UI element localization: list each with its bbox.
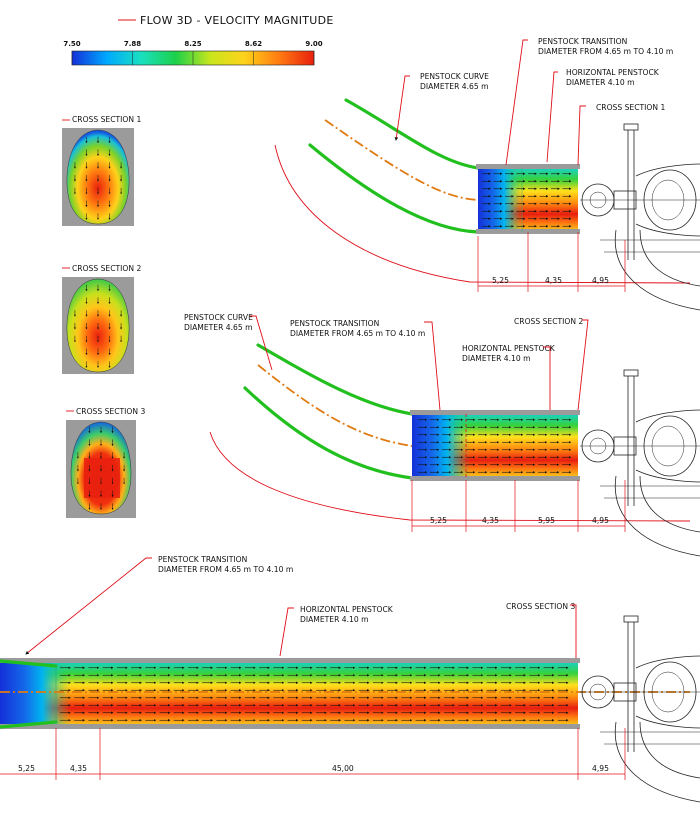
spiral-casing bbox=[635, 409, 700, 483]
velocity-color-scale bbox=[71, 50, 315, 66]
horizontal-penstock-diameter: DIAMETER 4.10 m bbox=[566, 78, 634, 87]
scale-tick-labels: 7.50 7.88 8.25 8.62 9.00 bbox=[63, 40, 322, 48]
pipe-centerline bbox=[257, 364, 413, 447]
pipe-upper-wall bbox=[0, 659, 58, 668]
shaft-cap bbox=[623, 123, 639, 131]
cross-section-thumbnail-2: CROSS SECTION 2 bbox=[62, 264, 141, 374]
foundation-lines bbox=[600, 731, 700, 745]
turbine-unit bbox=[580, 369, 700, 557]
spiral-casing bbox=[635, 163, 700, 237]
cross-section-vectors bbox=[76, 426, 126, 510]
legend: FLOW 3D - VELOCITY MAGNITUDE 7.50 7.88 8.2… bbox=[63, 14, 334, 66]
cross-section-marker-label: CROSS SECTION 2 bbox=[514, 317, 583, 326]
penstock-curve-diameter: DIAMETER 4.65 m bbox=[420, 82, 488, 91]
foundation-lines bbox=[600, 485, 700, 499]
shaft-cap bbox=[623, 615, 639, 623]
cross-section-thumbnail-label: CROSS SECTION 2 bbox=[72, 264, 141, 273]
scale-tick-label: 8.62 bbox=[245, 40, 262, 48]
dim-horizontal: 4,35 bbox=[545, 276, 562, 285]
penstock-transition-diameter: DIAMETER FROM 4.65 m TO 4.10 m bbox=[538, 47, 673, 56]
diagram-title: FLOW 3D - VELOCITY MAGNITUDE bbox=[140, 14, 334, 27]
horizontal-penstock-label: HORIZONTAL PENSTOCK bbox=[300, 605, 394, 614]
pipe-lower-wall bbox=[308, 143, 480, 234]
penstock-transition-diameter: DIAMETER FROM 4.65 m TO 4.10 m bbox=[158, 565, 293, 574]
penstock-curve-label: PENSTOCK CURVE bbox=[420, 72, 489, 81]
dim-horizontal-a: 4,35 bbox=[482, 516, 499, 525]
penstock-transition-label: PENSTOCK TRANSITION bbox=[158, 555, 247, 564]
horizontal-penstock-diameter: DIAMETER 4.10 m bbox=[462, 354, 530, 363]
dim-horizontal-a: 4,35 bbox=[70, 764, 87, 773]
outer-reference-curve bbox=[274, 144, 691, 284]
flow-vectors bbox=[60, 666, 569, 722]
penstock-curve-label: PENSTOCK CURVE bbox=[184, 313, 253, 322]
panel-3: PENSTOCK TRANSITION DIAMETER FROM 4.65 m… bbox=[0, 555, 700, 803]
cross-section-vectors bbox=[73, 136, 123, 220]
horizontal-penstock-diameter: DIAMETER 4.10 m bbox=[300, 615, 368, 624]
dim-horizontal-b: 5,95 bbox=[538, 516, 555, 525]
dim-turbine: 4,95 bbox=[592, 764, 609, 773]
draft-tube bbox=[614, 721, 700, 803]
dim-horizontal-main: 45,00 bbox=[332, 764, 354, 773]
turbine-unit bbox=[580, 123, 700, 311]
dim-transition: 5,25 bbox=[18, 764, 35, 773]
dim-turbine: 4,95 bbox=[592, 276, 609, 285]
flow-field bbox=[0, 662, 578, 726]
foundation-lines bbox=[600, 239, 700, 253]
draft-tube bbox=[614, 229, 700, 311]
dim-turbine: 4,95 bbox=[592, 516, 609, 525]
pipe-lower-wall bbox=[243, 386, 414, 480]
draft-tube bbox=[614, 475, 700, 557]
panel-2: PENSTOCK CURVE DIAMETER 4.65 m PENSTOCK … bbox=[184, 313, 700, 557]
dim-transition: 5,25 bbox=[430, 516, 447, 525]
penstock-transition-label: PENSTOCK TRANSITION bbox=[290, 319, 379, 328]
turbine-unit bbox=[580, 615, 700, 803]
cross-section-thumbnail-label: CROSS SECTION 1 bbox=[72, 115, 141, 124]
cross-section-thumbnail-1: CROSS SECTION 1 bbox=[62, 115, 141, 226]
panel-1: PENSTOCK CURVE DIAMETER 4.65 m PENSTOCK … bbox=[274, 37, 700, 311]
outer-reference-curve bbox=[209, 431, 691, 522]
flow-vectors bbox=[482, 172, 572, 228]
penstock-transition-label: PENSTOCK TRANSITION bbox=[538, 37, 627, 46]
cross-section-marker-label: CROSS SECTION 3 bbox=[506, 602, 575, 611]
pipe-upper-wall bbox=[256, 343, 414, 416]
cross-section-marker-label: CROSS SECTION 1 bbox=[596, 103, 665, 112]
spiral-casing bbox=[635, 655, 700, 729]
penstock-curve-diameter: DIAMETER 4.65 m bbox=[184, 323, 252, 332]
pipe-lower-wall bbox=[0, 720, 58, 729]
cross-section-vectors bbox=[73, 284, 123, 368]
scale-tick-label: 7.88 bbox=[124, 40, 141, 48]
scale-tick-label: 9.00 bbox=[305, 40, 322, 48]
cross-section-thumbnail-label: CROSS SECTION 3 bbox=[76, 407, 145, 416]
horizontal-penstock-label: HORIZONTAL PENSTOCK bbox=[566, 68, 660, 77]
cross-section-thumbnail-3: CROSS SECTION 3 bbox=[66, 407, 145, 518]
horizontal-penstock-label: HORIZONTAL PENSTOCK bbox=[462, 344, 556, 353]
dim-transition: 5,25 bbox=[492, 276, 509, 285]
scale-tick-label: 8.25 bbox=[184, 40, 201, 48]
flow-vectors bbox=[418, 418, 572, 474]
scale-tick-label: 7.50 bbox=[63, 40, 80, 48]
penstock-transition-diameter: DIAMETER FROM 4.65 m TO 4.10 m bbox=[290, 329, 425, 338]
pipe-upper-wall bbox=[344, 98, 480, 170]
shaft-cap bbox=[623, 369, 639, 377]
